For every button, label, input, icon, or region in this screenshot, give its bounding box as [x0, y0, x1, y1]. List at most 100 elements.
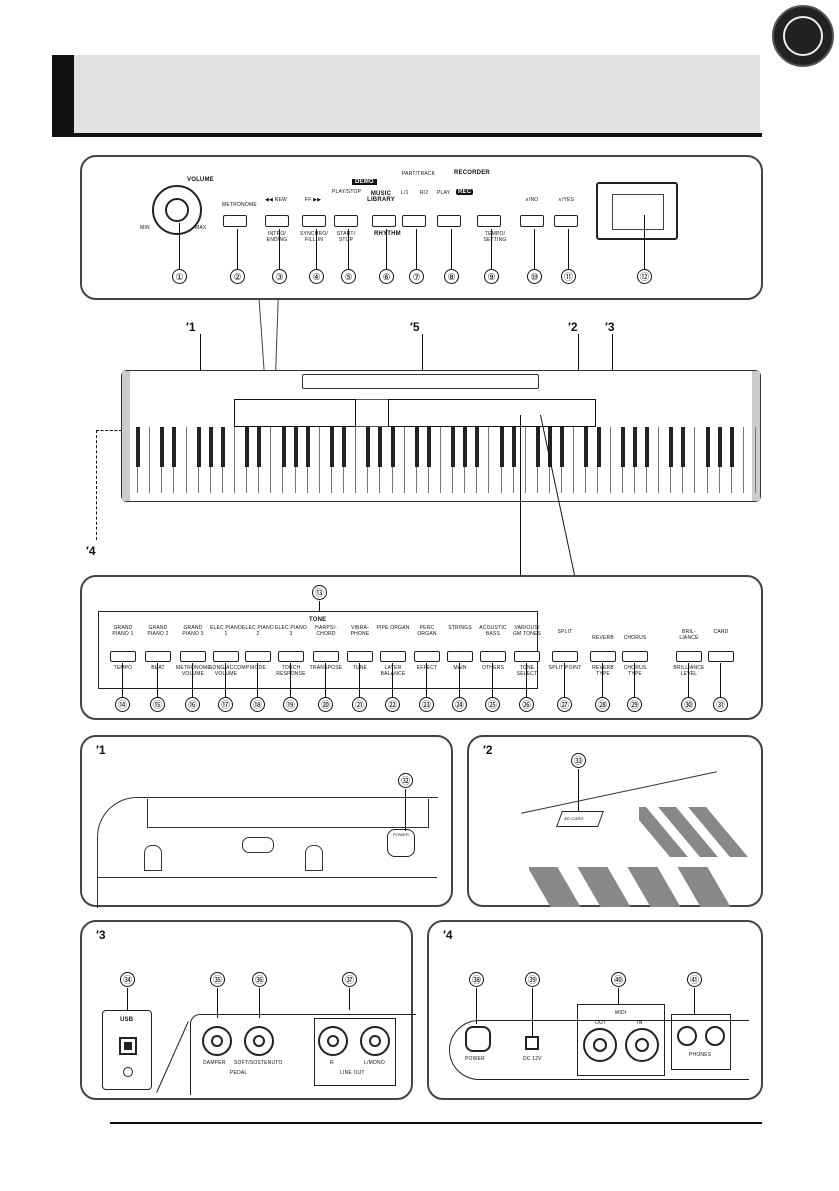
midi-in-port[interactable]	[625, 1028, 659, 1062]
number-40: ㊵	[611, 972, 626, 987]
callout-2: ′2	[568, 320, 578, 334]
number-27: ㉗	[557, 697, 572, 712]
phones-jack-2[interactable]	[705, 1026, 725, 1046]
function-button-3[interactable]	[622, 651, 648, 662]
number-10: ⑩	[527, 269, 542, 284]
sd-card-slot[interactable]: SD CARD	[556, 811, 604, 827]
number-24: ㉔	[452, 697, 467, 712]
tone-button-8[interactable]	[347, 651, 373, 662]
no-button[interactable]	[520, 215, 544, 227]
black-key	[632, 427, 637, 467]
tone-label-bottom: TOUCH RESPONSE	[276, 665, 305, 677]
white-key	[599, 427, 611, 493]
tone-label-bottom: OTHERS	[476, 665, 510, 671]
function-label-bottom: SPLIT POINT	[548, 665, 582, 671]
black-key	[378, 427, 383, 467]
tone-button-13[interactable]	[514, 651, 540, 662]
callout-1: ′1	[186, 320, 196, 334]
power-switch[interactable]	[465, 1026, 491, 1052]
rec-label: REC	[456, 189, 474, 195]
function-button-2[interactable]	[590, 651, 616, 662]
function-button-5[interactable]	[708, 651, 734, 662]
tone-label-top: GRAND PIANO 2	[147, 625, 169, 637]
phones-group	[671, 1014, 731, 1070]
black-key	[596, 427, 601, 467]
number-1: ①	[172, 269, 187, 284]
soft-sostenuto-jack[interactable]	[244, 1026, 274, 1056]
black-key	[548, 427, 553, 467]
tone-button-9[interactable]	[380, 651, 406, 662]
tone-button-2[interactable]	[145, 651, 171, 662]
number-26: ㉖	[519, 697, 534, 712]
tone-button-11[interactable]	[447, 651, 473, 662]
btn-label: TEMPO/ SETTING	[483, 231, 507, 243]
function-button-1[interactable]	[552, 651, 578, 662]
r-label: R	[330, 1060, 334, 1066]
detail-2-title: ′2	[483, 743, 493, 757]
black-key	[463, 427, 468, 467]
white-key	[514, 427, 526, 493]
tone-button-1[interactable]	[110, 651, 136, 662]
btn-label: L/1	[401, 190, 409, 196]
number-36: ㊱	[252, 972, 267, 987]
callout-5: ′5	[410, 320, 420, 334]
black-key	[620, 427, 625, 467]
black-key	[717, 427, 722, 467]
callout-3: ′3	[605, 320, 615, 334]
metronome-button[interactable]	[223, 215, 247, 227]
track1-button[interactable]	[402, 215, 426, 227]
tone-label-top: VARIOUS/ GM TONES	[512, 625, 542, 637]
tone-label-bottom: TUNE	[343, 665, 377, 671]
track2-button[interactable]	[437, 215, 461, 227]
phones-label: PHONES	[689, 1052, 712, 1058]
black-key	[475, 427, 480, 467]
usb-port-panel: USB	[102, 1010, 152, 1090]
number-4: ④	[309, 269, 324, 284]
tempo-setting-button[interactable]	[477, 215, 501, 227]
midi-out-port[interactable]	[583, 1028, 617, 1062]
tone-group-box	[98, 611, 538, 689]
tone-button-10[interactable]	[414, 651, 440, 662]
power-label: POWER	[393, 832, 410, 837]
tone-button-3[interactable]	[180, 651, 206, 662]
tone-label-bottom: BEAT	[151, 665, 165, 671]
number-32: ㉜	[398, 773, 413, 788]
number-18: ⑱	[250, 697, 265, 712]
white-key	[393, 427, 405, 493]
tone-button-12[interactable]	[480, 651, 506, 662]
damper-jack[interactable]	[202, 1026, 232, 1056]
lineout-label: LINE OUT	[340, 1070, 365, 1076]
function-button-4[interactable]	[676, 651, 702, 662]
callout-4: ′4	[86, 544, 96, 558]
tone-label-bottom: TONE SELECT	[516, 665, 538, 677]
tone-button-4[interactable]	[213, 651, 239, 662]
number-23: ㉓	[419, 697, 434, 712]
btn-label: PLAY/STOP	[332, 189, 362, 195]
tone-button-6[interactable]	[278, 651, 304, 662]
phones-jack-1[interactable]	[677, 1026, 697, 1046]
usb-port[interactable]	[119, 1037, 137, 1055]
music-stand-slot	[302, 374, 539, 389]
number-9: ⑨	[484, 269, 499, 284]
tone-button-7[interactable]	[313, 651, 339, 662]
tone-label-top: PERC ORGAN	[417, 625, 437, 637]
number-2: ②	[230, 269, 245, 284]
white-key	[732, 427, 744, 493]
rhythm-button[interactable]	[372, 215, 396, 227]
yes-button[interactable]	[554, 215, 578, 227]
black-key	[729, 427, 734, 467]
rew-intro-button[interactable]	[265, 215, 289, 227]
tone-button-5[interactable]	[245, 651, 271, 662]
black-key	[196, 427, 201, 467]
tone-label-bottom: EFFECT	[416, 665, 438, 671]
ff-synchro-button[interactable]	[302, 215, 326, 227]
dc-in-jack[interactable]	[525, 1036, 539, 1050]
btn-label: START/ STOP	[336, 231, 356, 243]
line-out-l-jack[interactable]	[360, 1026, 390, 1056]
start-stop-button[interactable]	[334, 215, 358, 227]
tone-label-top: ACOUSTIC BASS	[479, 625, 507, 637]
number-31: ㉛	[713, 697, 728, 712]
line-out-r-jack[interactable]	[318, 1026, 348, 1056]
demo-label: DEMO	[352, 179, 377, 185]
power-button[interactable]: POWER	[387, 829, 415, 857]
